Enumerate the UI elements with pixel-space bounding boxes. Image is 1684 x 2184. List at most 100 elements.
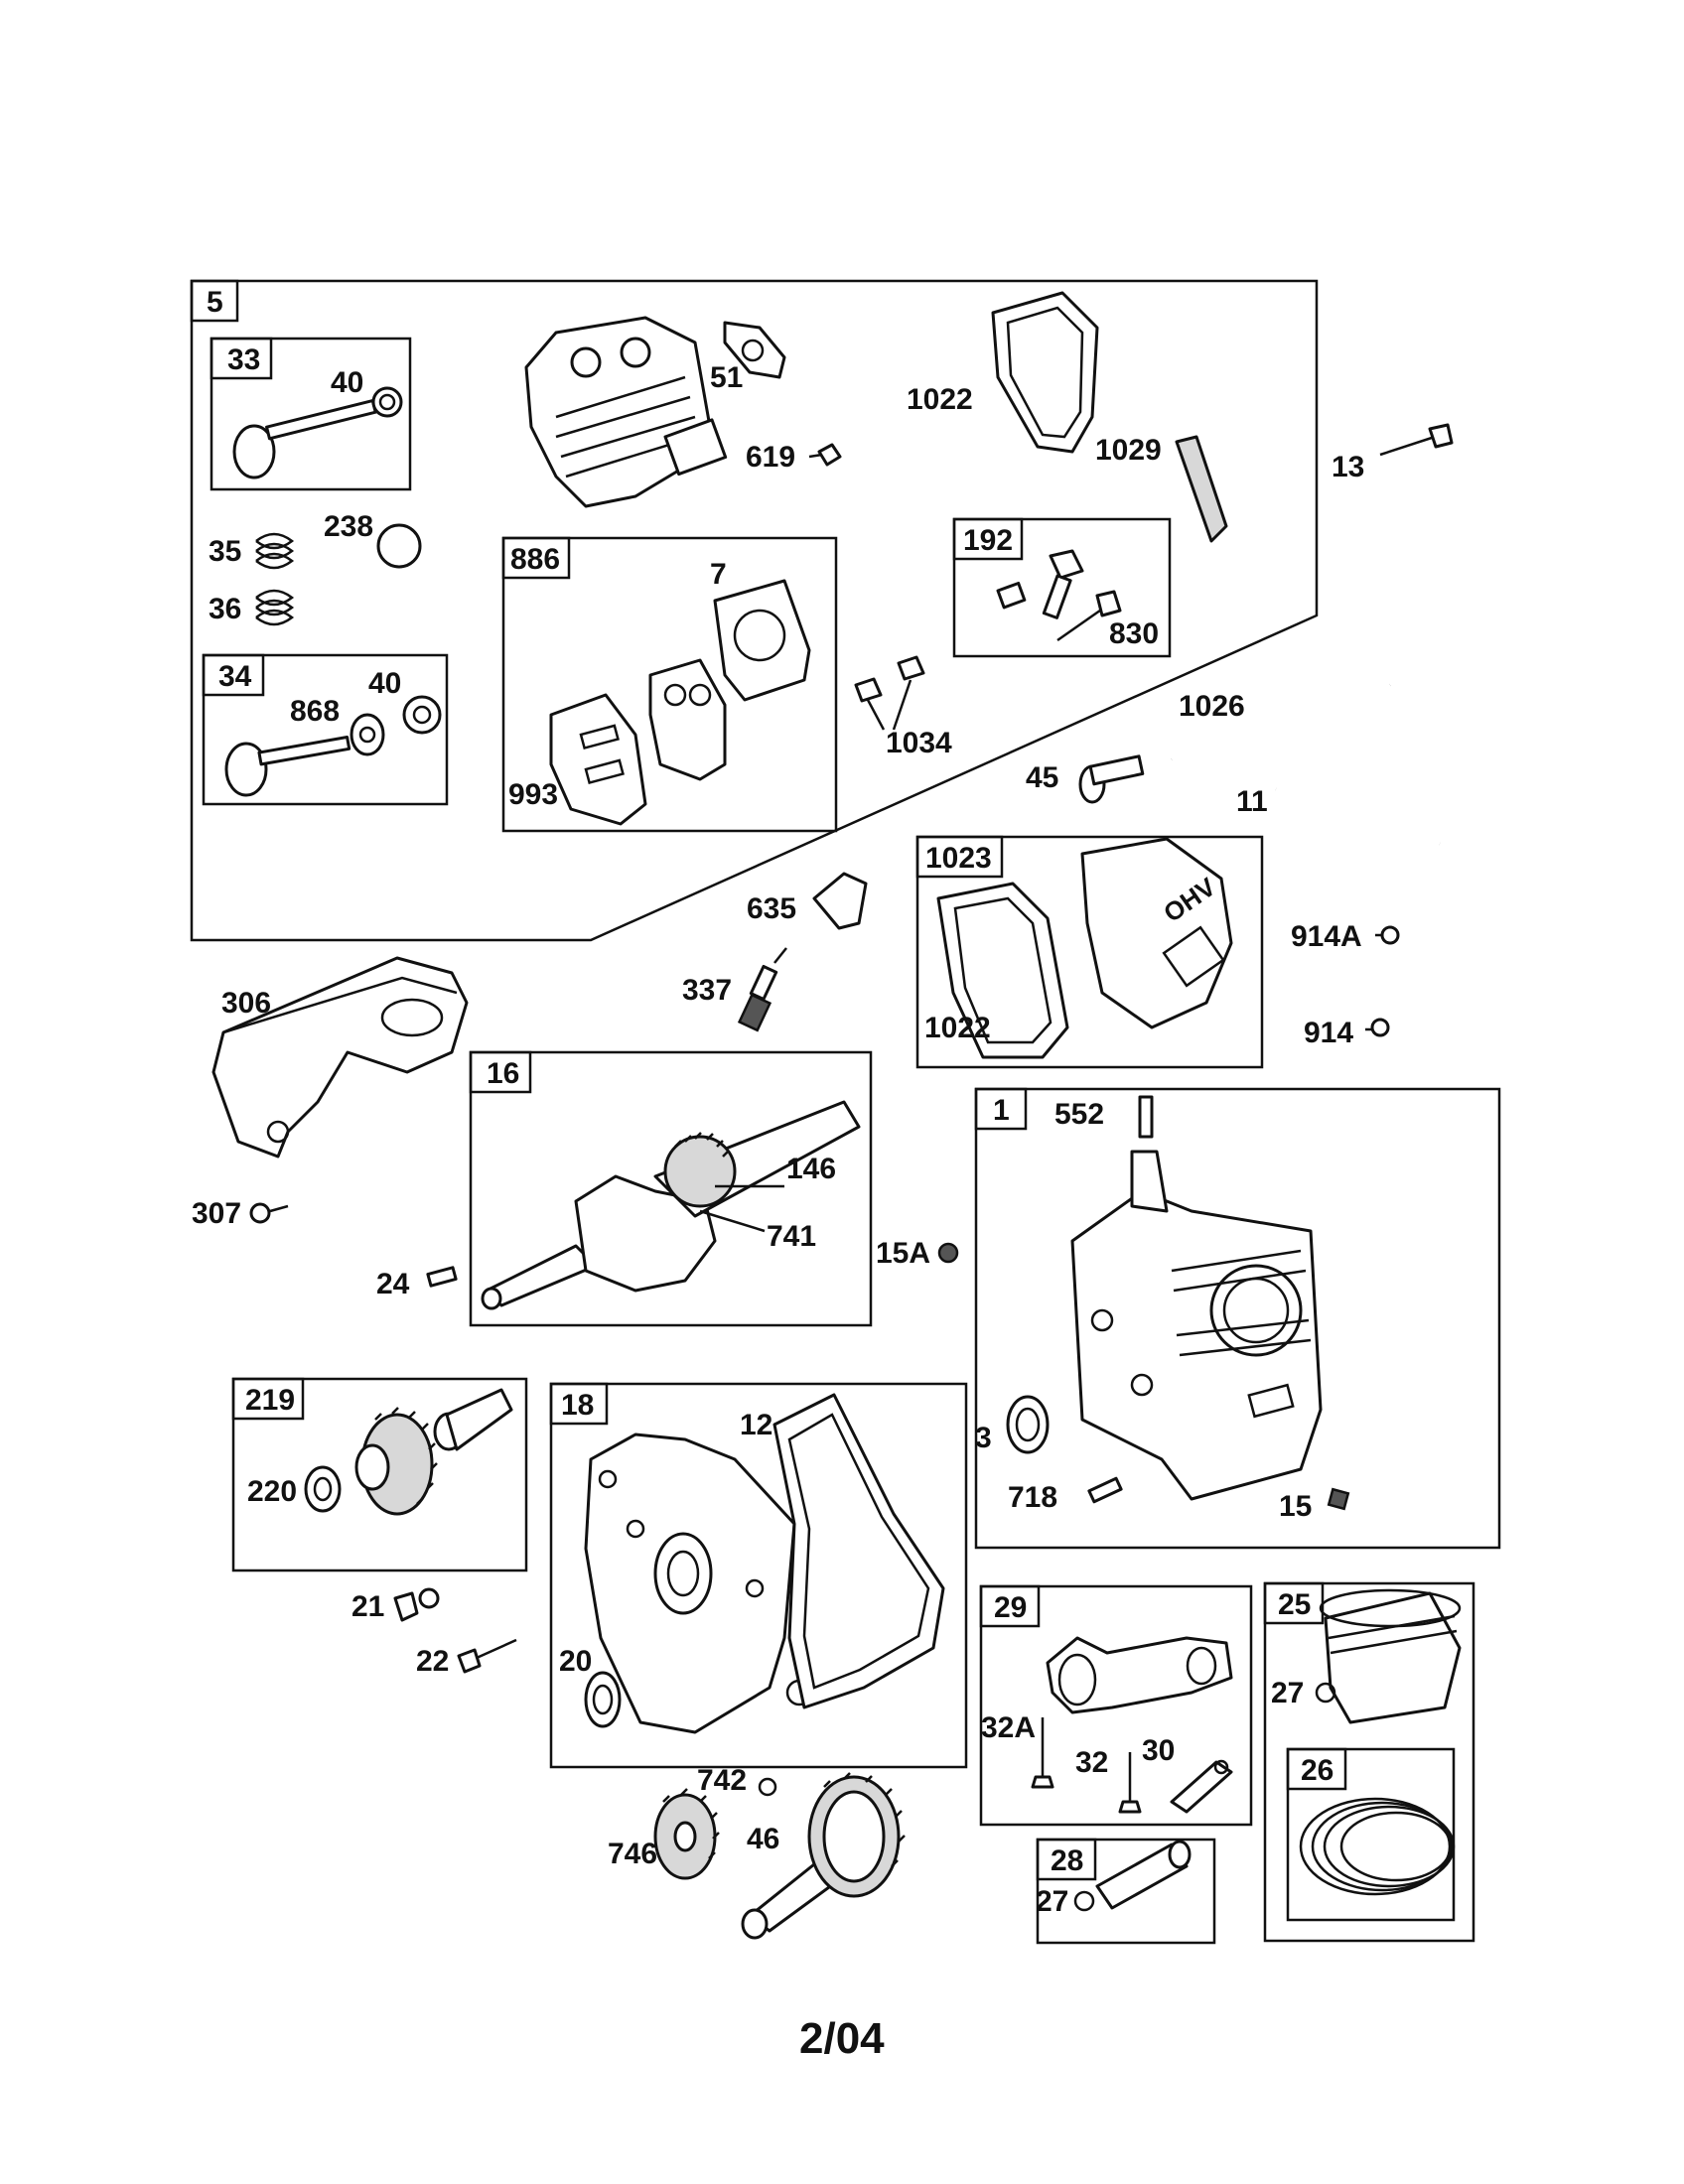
- guide-plate-illustration-1034: [854, 655, 925, 731]
- tube-illustration-11: [1275, 782, 1441, 851]
- part-label-11: 11: [1236, 785, 1268, 818]
- part-label-868: 868: [290, 695, 340, 728]
- crankcase-cover-illustration: [584, 1433, 813, 1734]
- governor-cup-illustration: [433, 1388, 513, 1451]
- part-label-45: 45: [1026, 761, 1058, 794]
- cylinder-head-illustration: [524, 316, 728, 508]
- dowel-pin-illustration-718: [1087, 1476, 1123, 1504]
- retainer-illustration-27-upper: [1315, 1682, 1336, 1704]
- part-label-32a: 32A: [981, 1711, 1036, 1744]
- valve-spring-illustration-35: [255, 532, 295, 570]
- group-219-governor-gear: 219: [231, 1377, 528, 1572]
- governor-gear-illustration: [354, 1407, 438, 1516]
- part-label-718: 718: [1008, 1481, 1057, 1514]
- group-33-intake-valve: 33: [210, 337, 412, 491]
- gasket-illustration-51: [723, 321, 786, 379]
- pushrod-illustration-1026: [1171, 682, 1391, 762]
- group-label-28: 28: [1051, 1844, 1083, 1877]
- breather-illustration-1029: [1175, 435, 1228, 543]
- part-label-914: 914: [1304, 1017, 1353, 1049]
- group-16-crankshaft: 16: [469, 1050, 873, 1327]
- group-label-26: 26: [1301, 1754, 1333, 1787]
- part-label-12: 12: [740, 1409, 772, 1441]
- part-label-993: 993: [508, 778, 558, 811]
- part-label-13: 13: [1332, 451, 1364, 483]
- screw-illustration-914: [1365, 1018, 1390, 1037]
- group-34-exhaust-valve: 34: [202, 653, 449, 806]
- part-label-46: 46: [747, 1823, 779, 1855]
- part-label-3: 3: [975, 1422, 992, 1454]
- part-label-1022-lower: 1022: [924, 1012, 991, 1044]
- oil-seal-illustration-3: [1006, 1395, 1050, 1454]
- group-label-18: 18: [561, 1389, 594, 1422]
- part-label-552: 552: [1054, 1098, 1104, 1131]
- gasket-illustration-993: [549, 693, 647, 826]
- part-label-1029: 1029: [1095, 434, 1162, 467]
- bolt-illustration-22: [457, 1638, 517, 1674]
- group-29-connecting-rod: 29: [979, 1584, 1253, 1827]
- gasket-illustration-1022-upper: [991, 291, 1099, 454]
- gasket-illustration-1022-lower: [936, 882, 1069, 1059]
- group-1-cylinder: 1: [974, 1087, 1501, 1550]
- part-label-742: 742: [697, 1764, 747, 1797]
- clip-illustration-742: [758, 1777, 777, 1797]
- part-label-32: 32: [1075, 1746, 1108, 1779]
- part-label-238: 238: [324, 510, 373, 543]
- part-label-746: 746: [608, 1838, 657, 1870]
- group-28-piston-pin: 28: [1036, 1838, 1216, 1945]
- group-label-25: 25: [1278, 1588, 1311, 1621]
- rocker-cover-illustration: OHV: [1080, 837, 1233, 1029]
- retainer-illustration-27-lower: [1073, 1890, 1095, 1912]
- connecting-rod-illustration: [1046, 1636, 1233, 1714]
- valve-spring-illustration-36: [255, 589, 295, 626]
- group-label-29: 29: [994, 1591, 1027, 1624]
- group-18-crankcase-cover: 18: [549, 1382, 968, 1769]
- part-label-306: 306: [221, 987, 271, 1020]
- group-label-5: 5: [207, 286, 223, 319]
- boot-illustration-635: [812, 872, 868, 930]
- washer-illustration-220: [304, 1465, 342, 1513]
- part-label-1026: 1026: [1179, 690, 1245, 723]
- part-label-741: 741: [767, 1220, 816, 1253]
- group-5-cylinder-head-assembly: 5: [190, 279, 1319, 942]
- group-label-1: 1: [993, 1094, 1010, 1127]
- group-192-rocker-stud: 192: [952, 517, 1172, 658]
- part-label-830: 830: [1109, 617, 1159, 650]
- part-label-36: 36: [209, 593, 241, 625]
- bolt-illustration-32a: [1031, 1717, 1054, 1789]
- spark-plug-illustration-337: [737, 947, 787, 1032]
- leader-lines: [699, 1184, 784, 1233]
- bolt-illustration-13: [1379, 423, 1454, 457]
- part-label-24: 24: [376, 1268, 410, 1300]
- part-label-51: 51: [710, 361, 743, 394]
- piston-illustration: [1319, 1588, 1462, 1724]
- part-label-307: 307: [192, 1197, 241, 1230]
- part-label-1034: 1034: [886, 727, 952, 759]
- group-label-886: 886: [510, 543, 560, 576]
- gasket-illustration-12: [772, 1393, 945, 1709]
- gear-illustration-746: [653, 1788, 720, 1880]
- dipper-illustration-30: [1170, 1759, 1233, 1814]
- footer-date-code: 2/04: [799, 2014, 885, 2063]
- part-label-146: 146: [786, 1153, 836, 1185]
- camshaft-illustration-46: [741, 1772, 906, 1940]
- part-label-30: 30: [1142, 1734, 1175, 1767]
- group-1023-rocker-cover: 1023: [915, 835, 1264, 1069]
- bolt-illustration-32: [1118, 1752, 1142, 1814]
- tappet-illustration-45: [1078, 754, 1145, 804]
- part-label-914a: 914A: [1291, 920, 1362, 953]
- valve-cap-illustration-238: [376, 523, 422, 569]
- piston-rings-illustration: [1299, 1797, 1456, 1896]
- plug-illustration-15: [1327, 1487, 1350, 1511]
- rocker-stud-illustration-192: [996, 549, 1122, 642]
- plug-illustration-15a: [937, 1242, 959, 1264]
- part-label-337: 337: [682, 974, 732, 1007]
- group-label-1023: 1023: [925, 842, 992, 875]
- dowel-pin-illustration-552: [1138, 1095, 1154, 1139]
- part-label-20: 20: [559, 1645, 592, 1678]
- gasket-illustration-7: [713, 579, 811, 702]
- intake-valve-illustration: [232, 386, 403, 479]
- group-label-34: 34: [218, 660, 252, 693]
- part-label-15a: 15A: [876, 1237, 930, 1270]
